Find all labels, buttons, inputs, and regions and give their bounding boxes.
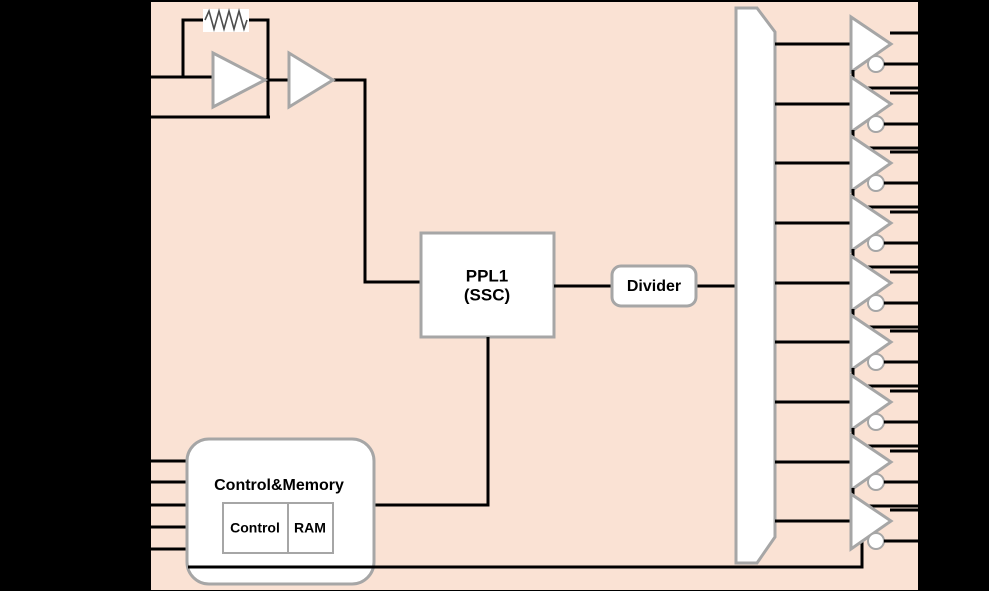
output-channel-4 (775, 193, 918, 269)
control-memory-block-label: Control&Memory (214, 477, 344, 494)
output-channels-group (775, 14, 918, 552)
output-bubble-1 (867, 55, 885, 73)
output-bubble-2 (867, 115, 885, 133)
output-bubble-5 (867, 294, 885, 312)
output-channel-1 (775, 14, 918, 90)
oscillator-output-buffer-symbol (287, 50, 336, 110)
oscillator-buffer-to-pll-wire (332, 78, 421, 284)
output-bubble-9 (867, 532, 885, 550)
output-mux-trapezoid[interactable] (734, 6, 777, 565)
output-channel-9 (775, 491, 918, 552)
oscillator-feedback-wire-right (249, 18, 270, 117)
pll-block-label-line2: (SSC) (464, 285, 510, 304)
left-pins-group (151, 75, 270, 551)
oscillator-feedback-wire (181, 18, 203, 77)
output-bubble-8 (867, 473, 885, 491)
output-channel-8 (775, 432, 918, 508)
pll-block-label-line1: PPL1 (466, 266, 509, 285)
output-bubble-4 (867, 234, 885, 252)
oscillator-wiring-group (181, 18, 421, 284)
output-channel-5 (775, 253, 918, 329)
pll-to-control-wire (374, 337, 490, 507)
ram-sub-block[interactable] (287, 502, 334, 554)
oscillator-inverter-symbol (211, 50, 269, 110)
output-channel-7 (775, 372, 918, 448)
output-bubble-7 (867, 413, 885, 431)
feedback-resistor-symbol (203, 8, 249, 32)
ram-sub-block-label: RAM (294, 520, 326, 536)
control-to-output-bus-wire (188, 541, 864, 569)
control-sub-block-label: Control (230, 520, 280, 536)
output-channel-3 (775, 133, 918, 209)
divider-block[interactable] (610, 264, 698, 308)
output-bubble-6 (867, 353, 885, 371)
output-bubble-3 (867, 174, 885, 192)
divider-block-label: Divider (627, 278, 681, 295)
